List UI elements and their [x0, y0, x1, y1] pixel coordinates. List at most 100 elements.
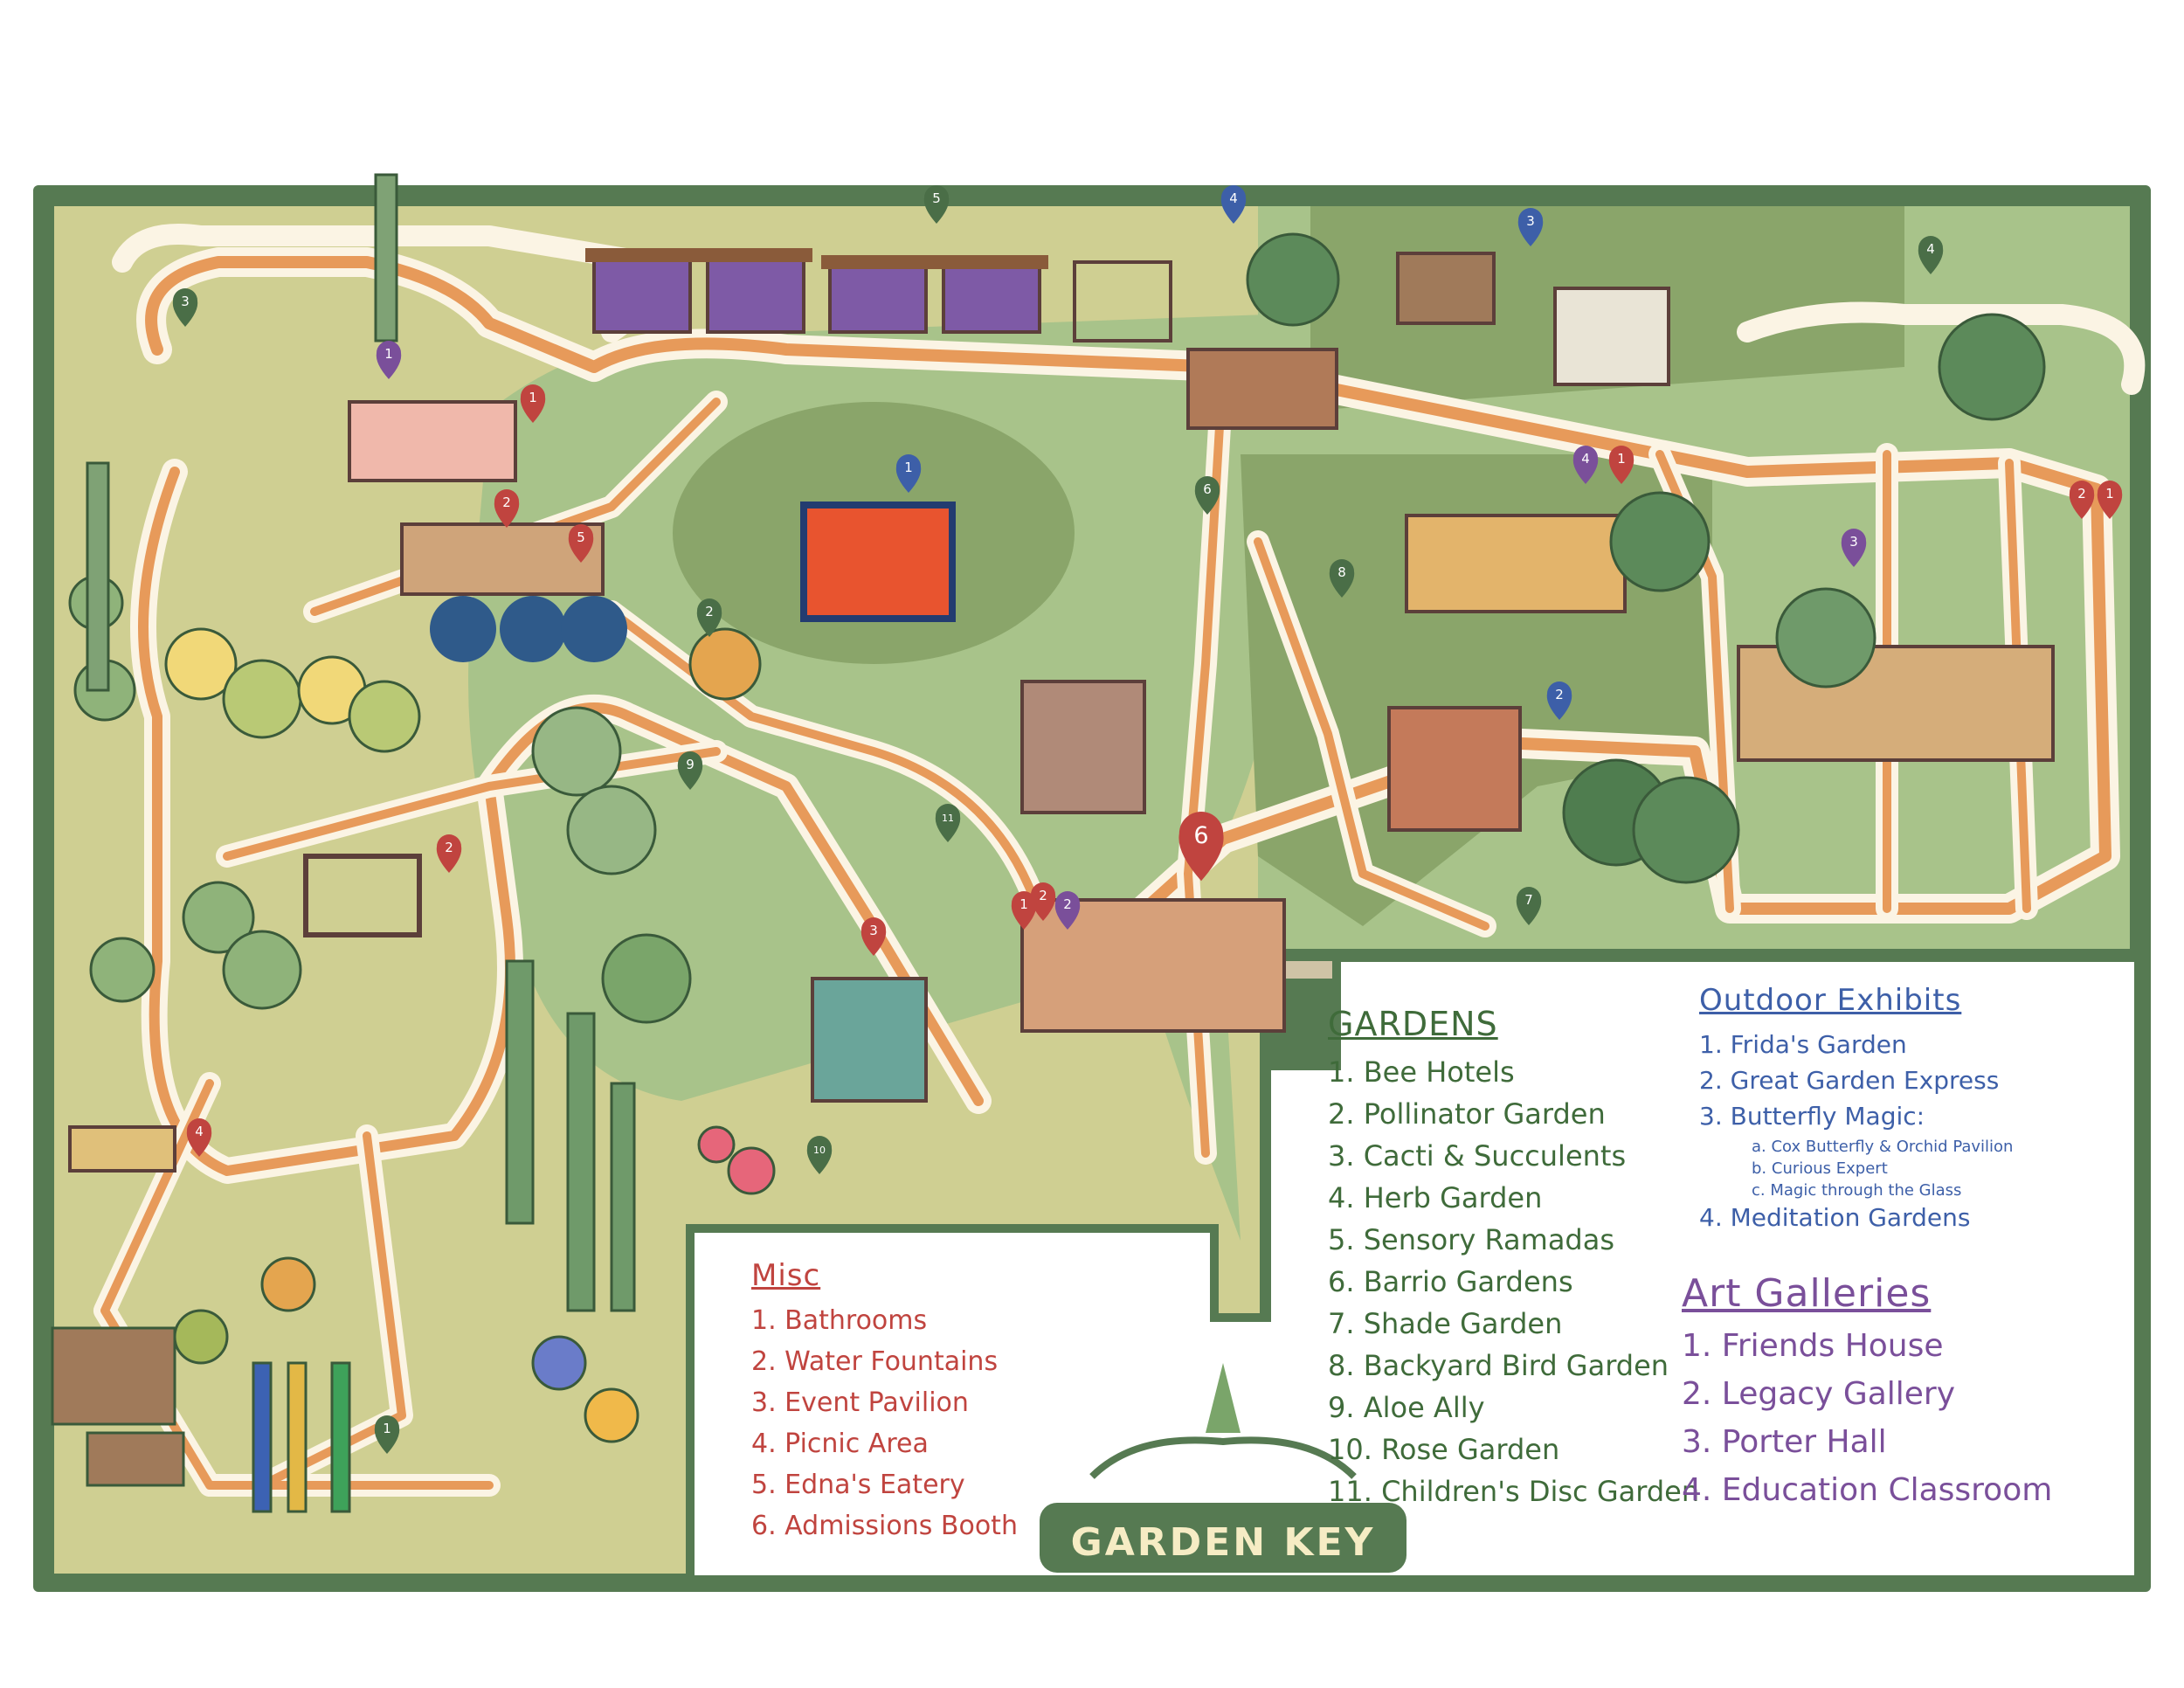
map-marker-art-3[interactable]: 3	[1841, 529, 1867, 567]
legend-item: b. Curious Expert	[1752, 1159, 1888, 1178]
outdoor-legend-title: Outdoor Exhibits	[1699, 983, 1962, 1018]
map-pin-icon	[520, 384, 546, 423]
map-marker-misc-3[interactable]: 3	[860, 917, 887, 956]
map-marker-art-4[interactable]: 4	[1572, 446, 1599, 484]
map-pin-icon	[895, 454, 922, 493]
map-marker-misc-1[interactable]: 1	[520, 384, 546, 423]
marker-label: 5	[932, 190, 941, 206]
marker-label: 2	[445, 840, 453, 855]
map-marker-outdoor-2[interactable]: 2	[1546, 681, 1572, 720]
map-marker-gardens-1[interactable]: 1	[374, 1415, 400, 1454]
legend-item: 5. Sensory Ramadas	[1328, 1223, 1615, 1256]
map-marker-misc-1[interactable]: 1	[1011, 891, 1037, 930]
map-marker-gardens-5[interactable]: 5	[923, 185, 950, 224]
map-pin-icon	[1517, 208, 1544, 246]
map-marker-gardens-6[interactable]: 6	[1194, 476, 1220, 515]
legend-item: 7. Shade Garden	[1328, 1307, 1563, 1340]
picnic-table	[68, 1125, 176, 1173]
map-pin-icon	[860, 917, 887, 956]
map-marker-art-2[interactable]: 2	[1054, 891, 1081, 930]
map-marker-gardens-11[interactable]: 11	[935, 804, 961, 842]
garden-key-title: GARDEN KEY	[1070, 1520, 1376, 1565]
map-pin-icon	[935, 804, 961, 842]
train-tunnel	[1387, 706, 1522, 832]
misc-legend-title: Misc	[751, 1258, 821, 1293]
marker-label: 4	[1229, 190, 1238, 206]
marker-label: 6	[1203, 481, 1212, 497]
legend-item: 11. Children's Disc Garden	[1328, 1475, 1700, 1508]
map-marker-gardens-10[interactable]: 10	[806, 1136, 833, 1174]
art-legend-title: Art Galleries	[1682, 1271, 1932, 1316]
legend-item: 1. Frida's Garden	[1699, 1030, 1907, 1059]
map-pin-icon	[1546, 681, 1572, 720]
map-pin-icon	[1054, 891, 1081, 930]
legend-item: 4. Meditation Gardens	[1699, 1203, 1971, 1232]
legend-item: 3. Cacti & Succulents	[1328, 1139, 1627, 1173]
marker-label: 6	[1193, 822, 1208, 849]
map-pin-icon	[1194, 476, 1220, 515]
map-marker-misc-2[interactable]: 2	[494, 489, 520, 528]
map-pin-icon	[1516, 887, 1542, 925]
vegetation	[51, 173, 2046, 1513]
map-marker-gardens-2[interactable]: 2	[696, 598, 722, 637]
map-marker-gardens-9[interactable]: 9	[677, 751, 703, 790]
marker-label: 1	[383, 1421, 391, 1436]
map-pin-icon	[2069, 481, 2095, 519]
marker-label: 2	[1555, 687, 1564, 702]
legend-item: 3. Porter Hall	[1682, 1424, 1887, 1460]
map-pin-icon	[1841, 529, 1867, 567]
outdoor-legend-list: 1. Frida's Garden 2. Great Garden Express…	[1699, 1030, 2013, 1232]
map-pin-icon	[1572, 446, 1599, 484]
marker-label: 3	[869, 923, 878, 938]
map-pin-icon	[1608, 446, 1635, 484]
marker-label: 1	[384, 346, 393, 362]
map-pin-icon	[1329, 559, 1355, 598]
map-marker-outdoor-1[interactable]: 1	[895, 454, 922, 493]
sensory-ramadas	[585, 248, 1172, 342]
legend-item: 1. Friends House	[1682, 1328, 1944, 1364]
map-marker-outdoor-4[interactable]: 4	[1220, 185, 1247, 224]
marker-label: 2	[502, 495, 511, 510]
map-marker-gardens-3[interactable]: 3	[172, 288, 198, 327]
legend-item: 5. Edna's Eatery	[751, 1470, 965, 1500]
map-marker-misc-2[interactable]: 2	[1030, 882, 1056, 921]
marker-label: 1	[2105, 486, 2114, 502]
marker-label: 3	[1526, 213, 1535, 229]
map-marker-misc-4[interactable]: 4	[186, 1118, 212, 1157]
friends-house	[348, 400, 517, 482]
map-marker-misc-2[interactable]: 2	[2069, 481, 2095, 519]
tool-shed	[1020, 680, 1146, 814]
art-galleries-legend: Art Galleries 1. Friends House 2. Legacy …	[1682, 1271, 2052, 1520]
map-pin-icon	[2097, 481, 2123, 519]
map-marker-misc-6[interactable]: 6	[1178, 812, 1224, 882]
legend-item: 6. Barrio Gardens	[1328, 1265, 1573, 1298]
map-marker-gardens-4[interactable]: 4	[1918, 236, 1944, 274]
map-pin-icon	[1178, 812, 1224, 882]
map-marker-gardens-7[interactable]: 7	[1516, 887, 1542, 925]
map-marker-misc-1[interactable]: 1	[1608, 446, 1635, 484]
event-pavilion	[811, 977, 928, 1103]
event-stage	[800, 502, 956, 622]
marker-label: 5	[577, 529, 585, 545]
marker-label: 4	[195, 1124, 204, 1139]
map-marker-misc-2[interactable]: 2	[436, 834, 462, 873]
legend-item: 2. Water Fountains	[751, 1346, 999, 1377]
legend-item: 2. Legacy Gallery	[1682, 1376, 1956, 1412]
map-pin-icon	[923, 185, 950, 224]
legend-item: 9. Aloe Ally	[1328, 1391, 1485, 1424]
map-pin-icon	[696, 598, 722, 637]
map-marker-gardens-8[interactable]: 8	[1329, 559, 1355, 598]
marker-label: 2	[2077, 486, 2086, 502]
map-marker-misc-1[interactable]: 1	[2097, 481, 2123, 519]
map-marker-outdoor-3[interactable]: 3	[1517, 208, 1544, 246]
map-marker-misc-5[interactable]: 5	[568, 524, 594, 563]
marker-label: 3	[181, 294, 190, 309]
marker-label: 2	[1039, 888, 1047, 903]
legend-item: c. Magic through the Glass	[1752, 1181, 1962, 1200]
art-legend-list: 1. Friends House 2. Legacy Gallery 3. Port…	[1682, 1328, 2052, 1508]
map-marker-art-1[interactable]: 1	[376, 341, 402, 379]
legend-item: 2. Great Garden Express	[1699, 1066, 2000, 1095]
